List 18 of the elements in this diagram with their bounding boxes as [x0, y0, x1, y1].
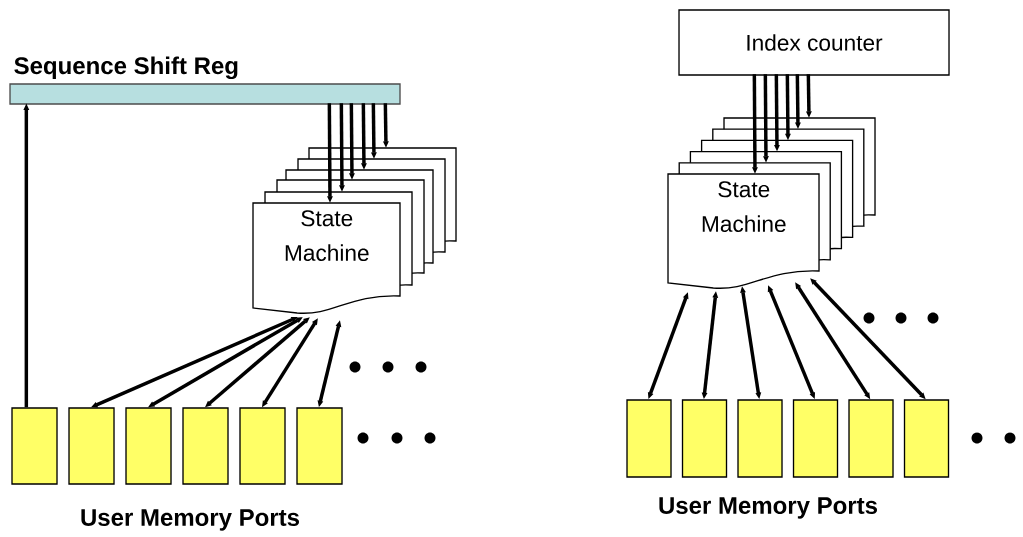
memory-port [239, 407, 286, 485]
memory-port [11, 407, 58, 485]
stacked-state-machine: State Machine [667, 117, 876, 289]
counter-box: Index counter [678, 9, 950, 76]
group-caption: User Memory Ports [81, 509, 299, 531]
memory-port [68, 407, 115, 485]
group-caption: User Memory Ports [659, 497, 877, 519]
memory-port [903, 399, 950, 478]
memory-port [182, 407, 229, 485]
memory-port [792, 399, 839, 478]
memory-port [848, 399, 894, 478]
register-title: Sequence Shift Reg [14, 56, 238, 80]
memory-port [296, 407, 343, 485]
memory-port [125, 407, 172, 485]
stacked-state-machine: State Machine [252, 147, 457, 314]
memory-port [681, 399, 728, 478]
memory-port [626, 399, 672, 478]
memory-port [737, 399, 783, 478]
